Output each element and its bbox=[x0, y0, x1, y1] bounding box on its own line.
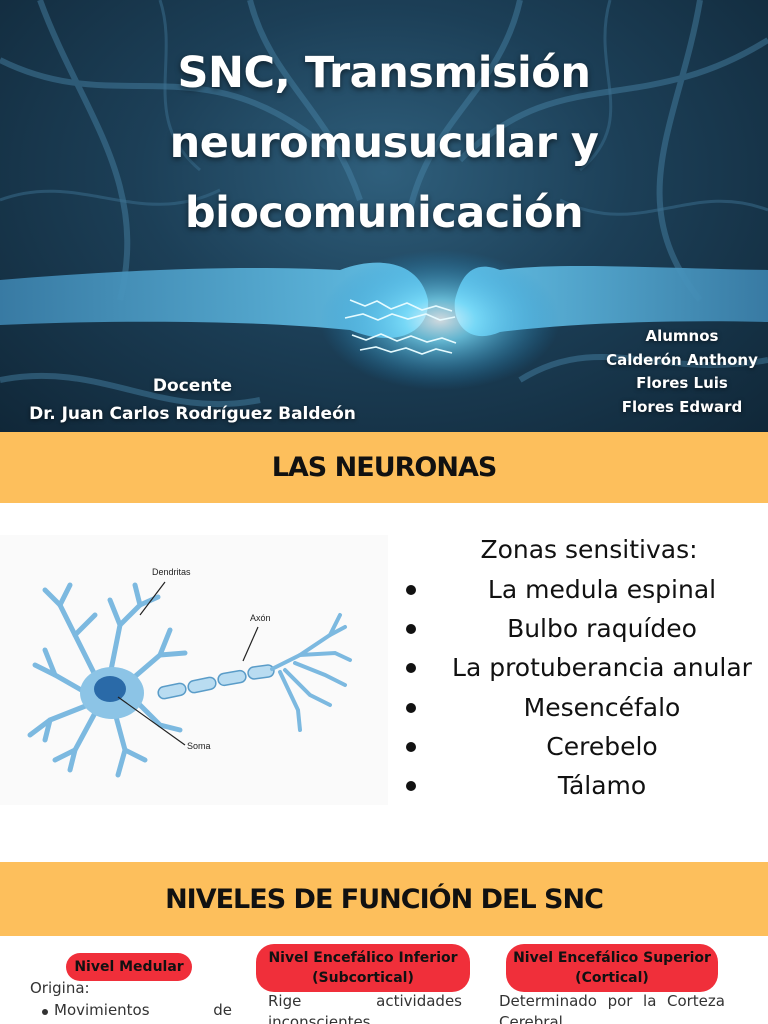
section-banner-neuronas: LAS NEURONAS bbox=[0, 432, 768, 503]
level-badge-subcortical: Nivel Encefálico Inferior (Subcortical) bbox=[256, 944, 470, 992]
alumno-name: Flores Edward bbox=[621, 397, 743, 416]
synapse-background-image bbox=[0, 0, 768, 407]
nucleus-shape bbox=[94, 676, 126, 702]
title-hero: SNC, Transmisión neuromusucular y biocom… bbox=[0, 0, 768, 432]
list-item: Bulbo raquídeo bbox=[400, 609, 768, 648]
dendritas-label: Dendritas bbox=[152, 567, 191, 577]
list-item: Cerebelo bbox=[400, 727, 768, 766]
title-line-3: biocomunicación bbox=[184, 188, 584, 238]
level-cortical-text-2: Cerebral bbox=[499, 1013, 563, 1024]
section-banner-niveles: NIVELES DE FUNCIÓN DEL SNC bbox=[0, 862, 768, 936]
neuron-diagram: Dendritas Axón Soma bbox=[0, 535, 388, 805]
axon-terminal-shape bbox=[270, 613, 352, 732]
bullet-icon bbox=[406, 663, 416, 674]
alumnos-label: Alumnos bbox=[645, 327, 719, 345]
list-item: La protuberancia anular bbox=[400, 648, 768, 687]
level-medular-item: Movimientos de bbox=[42, 1000, 232, 1020]
bullet-icon bbox=[406, 702, 416, 713]
list-item: Mesencéfalo bbox=[400, 688, 768, 727]
bullet-icon bbox=[406, 741, 416, 752]
docente-block: Docente Dr. Juan Carlos Rodríguez Baldeó… bbox=[20, 372, 365, 428]
sensitive-zones: Zonas sensitivas: La medula espinal Bulb… bbox=[400, 530, 768, 805]
bullet-icon bbox=[406, 585, 416, 595]
title-line-2: neuromusucular y bbox=[169, 118, 599, 168]
level-cortical-text: Determinado por la Corteza bbox=[499, 992, 725, 1010]
bullet-icon bbox=[406, 780, 416, 791]
neuron-illustration: Dendritas Axón Soma bbox=[27, 567, 352, 778]
dendrites-shape bbox=[27, 582, 188, 778]
level-medular-intro: Origina: bbox=[30, 979, 90, 997]
zones-list: La medula espinal Bulbo raquídeo La prot… bbox=[400, 570, 768, 805]
soma-pointer bbox=[117, 696, 186, 746]
alumno-name: Flores Luis bbox=[636, 374, 728, 392]
section-heading: LAS NEURONAS bbox=[271, 452, 498, 483]
soma-label: Soma bbox=[187, 741, 211, 751]
level-badge-cortical: Nivel Encefálico Superior (Cortical) bbox=[506, 944, 718, 992]
presentation-title: SNC, Transmisión neuromusucular y biocom… bbox=[60, 38, 708, 248]
zones-title: Zonas sensitivas: bbox=[480, 535, 698, 564]
axon-pointer bbox=[242, 626, 259, 662]
dendritas-pointer bbox=[139, 581, 166, 616]
level-subcortical-text-2: inconscientes bbox=[268, 1013, 371, 1024]
axon-label: Axón bbox=[250, 613, 271, 623]
level-badge-medular: Nivel Medular bbox=[66, 953, 192, 981]
level-subcortical-text: Rige actividades bbox=[268, 992, 462, 1010]
title-line-1: SNC, Transmisión bbox=[177, 48, 591, 98]
list-item: La medula espinal bbox=[400, 570, 768, 609]
bullet-icon bbox=[406, 624, 416, 635]
section-heading: NIVELES DE FUNCIÓN DEL SNC bbox=[165, 883, 604, 915]
docente-name: Dr. Juan Carlos Rodríguez Baldeón bbox=[29, 404, 356, 424]
axon-myelin-shape bbox=[157, 664, 275, 700]
bullet-icon bbox=[42, 1009, 48, 1015]
docente-label: Docente bbox=[152, 376, 233, 396]
alumnos-block: Alumnos Calderón Anthony Flores Luis Flo… bbox=[600, 325, 764, 419]
list-item: Tálamo bbox=[400, 766, 768, 805]
alumno-name: Calderón Anthony bbox=[606, 350, 758, 369]
